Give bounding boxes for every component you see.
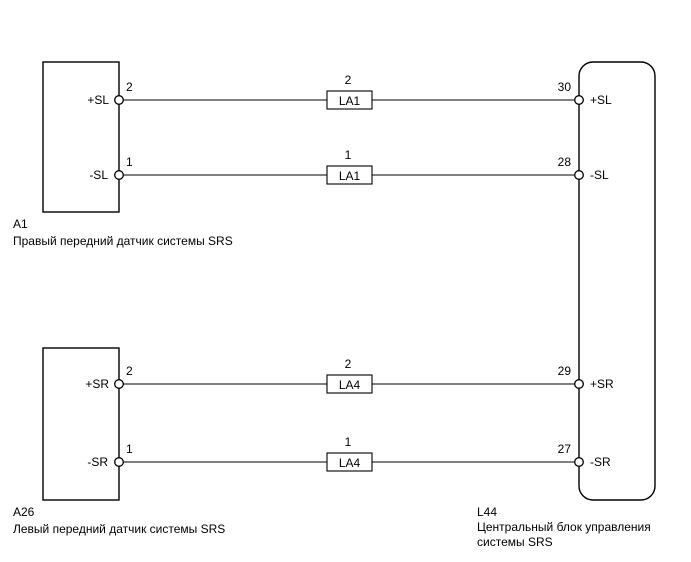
a1-pin-plus-number: 2 [126,80,133,94]
l44-pin-label: +SR [590,377,614,391]
a1-terminal-plus [114,95,124,105]
l44-pin-number: 27 [558,442,572,456]
a1-reference: A1 [13,217,28,231]
connector-label: LA1 [339,169,361,183]
connector-la1-pin2 [326,90,373,110]
connector-la1-pin1 [326,165,373,185]
connector-pin-number: 1 [345,148,352,162]
l44-pin-number: 30 [558,80,572,94]
a1-name: Правый передний датчик системы SRS [13,234,233,248]
a26-pin-plus-number: 2 [126,364,133,378]
a1-pin-plus-label: +SL [87,93,109,107]
a1-terminal-minus [114,170,124,180]
connector-pin-number: 2 [345,73,352,87]
a26-reference: A26 [13,505,35,519]
a1-pin-minus-number: 1 [126,155,133,169]
a1-sensor-box [42,61,120,213]
connector-label: LA1 [339,94,361,108]
l44-terminal [574,379,584,389]
l44-terminal [574,170,584,180]
connector-la4-pin1 [326,452,373,472]
connector-label: LA4 [339,456,361,470]
l44-terminal [574,95,584,105]
l44-pin-label: +SL [590,93,612,107]
connector-pin-number: 1 [345,435,352,449]
l44-pin-label: -SR [590,455,611,469]
l44-pin-number: 29 [558,364,572,378]
a1-pin-minus-label: -SL [89,168,108,182]
l44-pin-label: -SL [590,168,609,182]
a26-terminal-minus [114,457,124,467]
connector-label: LA4 [339,378,361,392]
a26-terminal-plus [114,379,124,389]
l44-terminal [574,457,584,467]
connector-la4-pin2 [326,374,373,394]
l44-name-line1: Центральный блок управления [477,520,651,534]
l44-reference: L44 [477,505,497,519]
a26-pin-minus-number: 1 [126,442,133,456]
l44-pin-number: 28 [558,155,572,169]
connector-pin-number: 2 [345,357,352,371]
a26-name: Левый передний датчик системы SRS [13,522,225,536]
l44-control-unit-box [578,61,656,501]
a26-sensor-box [42,347,120,501]
a26-pin-plus-label: +SR [85,377,109,391]
l44-name-line2: системы SRS [477,535,553,549]
a26-pin-minus-label: -SR [87,455,108,469]
